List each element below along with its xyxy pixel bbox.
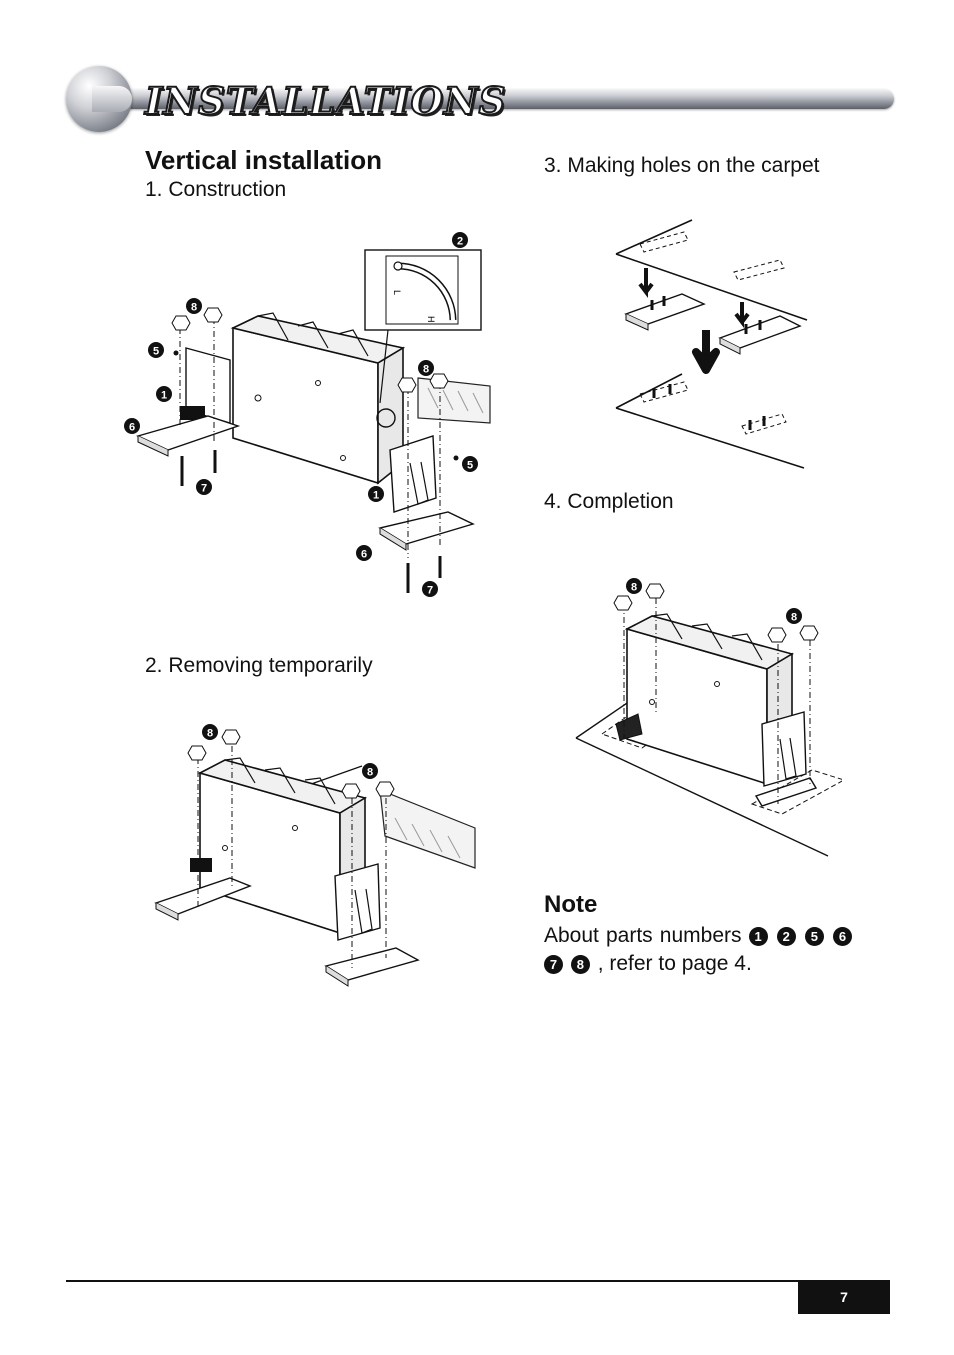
svg-text:6: 6 <box>361 549 367 561</box>
header-emblem-inner <box>92 86 132 112</box>
marker-7: 7 <box>196 479 212 495</box>
part-number-marker: 7 <box>544 955 563 974</box>
note-title: Note <box>544 891 598 918</box>
marker-8: 8 <box>418 360 434 376</box>
part-number-marker: 8 <box>570 955 590 974</box>
svg-text:8: 8 <box>191 302 197 314</box>
gauge-high-label: H <box>426 316 436 323</box>
svg-text:7: 7 <box>427 585 433 597</box>
footer-rule <box>66 1280 890 1282</box>
marker-8: 8 <box>186 298 202 314</box>
svg-text:1: 1 <box>161 390 167 402</box>
note-body: About parts numbers 1 2 5 6 7 8 , refer … <box>544 922 854 978</box>
making-holes-figure <box>615 219 808 469</box>
marker-8: 8 <box>786 608 802 624</box>
marker-6: 6 <box>356 545 372 561</box>
svg-text:8: 8 <box>367 767 373 779</box>
part-number-marker: 5 <box>804 927 824 946</box>
step-4-label: 4. Completion <box>544 490 674 513</box>
part-number-marker: 1 <box>748 927 768 946</box>
part-number-marker: 2 <box>776 927 796 946</box>
svg-text:5: 5 <box>153 346 159 358</box>
page-number: 7 <box>798 1281 890 1314</box>
construction-figure: L H 2 8 5 1 6 7 8 5 1 6 7 <box>124 232 491 597</box>
marker-1: 1 <box>368 486 384 502</box>
svg-text:8: 8 <box>631 582 637 594</box>
marker-6: 6 <box>124 418 140 434</box>
marker-8: 8 <box>202 724 218 740</box>
gauge-low-label: L <box>392 290 402 295</box>
svg-text:1: 1 <box>373 490 379 502</box>
note-part-markers: 1 2 5 6 7 8 <box>544 924 854 975</box>
step-2-label: 2. Removing temporarily <box>145 654 373 677</box>
marker-1: 1 <box>156 386 172 402</box>
svg-text:5: 5 <box>467 460 473 472</box>
page-title: INSTALLATIONS <box>144 78 507 124</box>
marker-8: 8 <box>362 763 378 779</box>
marker-8: 8 <box>626 578 642 594</box>
part-number-marker: 6 <box>833 927 852 946</box>
svg-text:8: 8 <box>207 728 213 740</box>
svg-text:2: 2 <box>457 236 463 248</box>
svg-text:7: 7 <box>201 483 207 495</box>
svg-text:8: 8 <box>791 612 797 624</box>
marker-7: 7 <box>422 581 438 597</box>
section-title: Vertical installation <box>145 145 382 175</box>
marker-5: 5 <box>462 456 478 472</box>
header-bar <box>90 89 894 109</box>
marker-5: 5 <box>148 342 164 358</box>
svg-text:6: 6 <box>129 422 135 434</box>
svg-text:8: 8 <box>423 364 429 376</box>
marker-2: 2 <box>452 232 468 248</box>
step-3-label: 3. Making holes on the carpet <box>544 154 820 177</box>
note-suffix: , refer to page 4. <box>597 952 752 975</box>
completion-figure: 8 8 <box>575 578 842 857</box>
note-prefix: About parts numbers <box>544 924 742 947</box>
step-1-label: 1. Construction <box>145 178 287 201</box>
removing-temporarily-figure: 8 8 <box>154 724 476 987</box>
